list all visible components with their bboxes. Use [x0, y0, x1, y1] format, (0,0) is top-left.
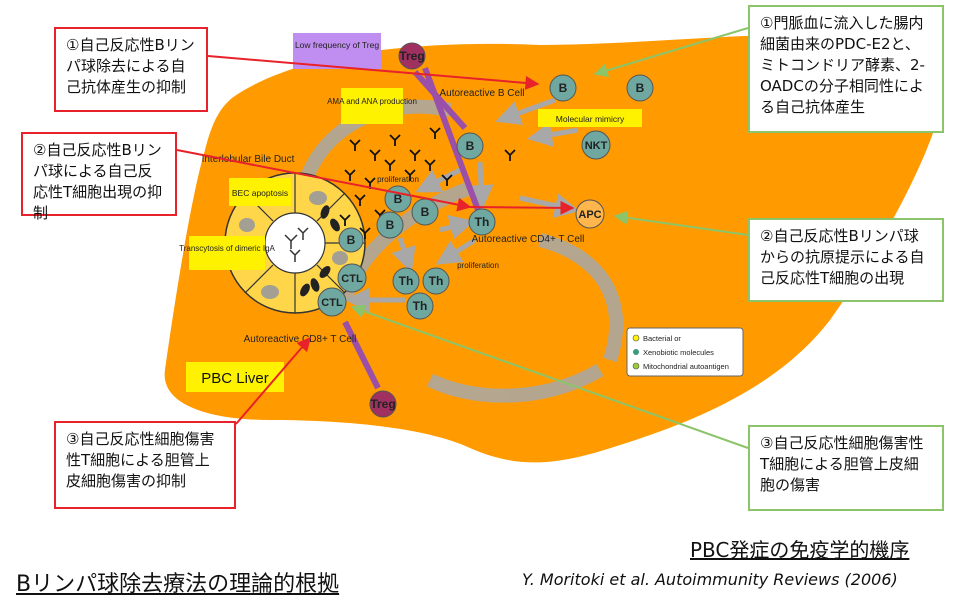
svg-text:B: B	[466, 139, 475, 153]
treg-suppression-arrows	[342, 66, 481, 390]
molecular-mimicry-label: Molecular mimicry	[556, 114, 625, 124]
bec-apoptosis-box	[229, 178, 291, 206]
transcytosis-box	[189, 236, 265, 270]
svg-text:B: B	[386, 218, 395, 232]
low-freq-treg-label: Low frequency of Treg	[295, 40, 379, 50]
svg-text:B: B	[347, 233, 356, 247]
proliferation-label-1: proliferation	[377, 175, 419, 184]
svg-text:B: B	[559, 81, 568, 95]
svg-text:Th: Th	[429, 274, 444, 288]
callout-red-3: ③自己反応性細胞傷害性T細胞による胆管上皮細胞傷害の抑制	[54, 421, 236, 509]
page-title: Bリンパ球除去療法の理論的根拠	[16, 572, 340, 597]
autoreactive-b-label: Autoreactive B Cell	[439, 88, 524, 99]
b-cell-right	[626, 74, 654, 102]
bec-apoptosis-label: BEC apoptosis	[232, 188, 288, 198]
ctl-cell-1	[337, 263, 367, 293]
svg-text:B: B	[394, 192, 403, 206]
th-cell-2	[422, 267, 450, 295]
callout-red-3-text: ③自己反応性細胞傷害性T細胞による胆管上皮細胞傷害の抑制	[66, 430, 215, 490]
legend-item-1: Bacterial or	[643, 334, 681, 343]
svg-text:APC: APC	[578, 209, 601, 221]
proliferation-label-2: proliferation	[457, 261, 499, 270]
ama-ana-label: AMA and ANA production	[327, 97, 417, 106]
b-cell-prolif-3	[376, 211, 404, 239]
cells: Treg Treg B B B B B B B NKT APC Th Th Th…	[317, 42, 654, 418]
transcytosis-label: Transcytosis of dimeric IgA	[179, 244, 275, 253]
legend-item-3: Mitochondrial autoantigen	[643, 362, 729, 371]
low-freq-treg-box	[293, 33, 381, 69]
callout-red-1: ①自己反応性Bリンパ球除去による自己抗体産生の抑制	[54, 27, 208, 112]
svg-text:B: B	[421, 205, 430, 219]
callout-green-1-text: ①門脈血に流入した腸内細菌由来のPDC-E2と、ミトコンドリア酵素、2-OADC…	[760, 14, 925, 116]
svg-text:Th: Th	[475, 215, 490, 229]
diagram-title: PBC発症の免疫学的機序	[690, 538, 910, 562]
molecular-mimicry-box	[538, 109, 642, 127]
th-cell-1	[392, 267, 420, 295]
b-cell-duct	[338, 227, 364, 253]
callout-red-2-text: ②自己反応性Bリンパ球による自己反応性T細胞出現の抑制	[33, 141, 163, 222]
ama-ana-box	[341, 88, 403, 124]
treg-cell-top	[398, 42, 426, 70]
svg-text:B: B	[636, 81, 645, 95]
svg-text:CTL: CTL	[341, 273, 363, 285]
legend: Bacterial or Xenobiotic molecules Mitoch…	[626, 327, 744, 377]
red-connectors	[176, 55, 575, 425]
callout-green-2: ②自己反応性Bリンパ球からの抗原提示による自己反応性T細胞の出現	[748, 218, 944, 302]
pbc-liver-label: PBC Liver	[201, 370, 269, 387]
citation: Y. Moritoki et al. Autoimmunity Reviews …	[522, 570, 898, 589]
apc-cell	[575, 199, 605, 229]
svg-text:Th: Th	[413, 299, 428, 313]
legend-item-2: Xenobiotic molecules	[643, 348, 714, 357]
callout-red-1-text: ①自己反応性Bリンパ球除去による自己抗体産生の抑制	[66, 36, 195, 96]
autoreactive-cd4-label: Autoreactive CD4+ T Cell	[472, 234, 585, 245]
interlobular-bile-duct-label: Interlobular Bile Duct	[202, 154, 295, 165]
green-connectors	[350, 27, 749, 449]
callout-green-2-text: ②自己反応性Bリンパ球からの抗原提示による自己反応性T細胞の出現	[760, 227, 925, 287]
nkt-cell	[581, 130, 611, 160]
th-cell-3	[406, 292, 434, 320]
svg-text:Th: Th	[399, 274, 414, 288]
callout-green-1: ①門脈血に流入した腸内細菌由来のPDC-E2と、ミトコンドリア酵素、2-OADC…	[748, 5, 944, 133]
callout-green-3-text: ③自己反応性細胞傷害性T細胞による胆管上皮細胞の傷害	[760, 434, 924, 494]
callout-green-3: ③自己反応性細胞傷害性T細胞による胆管上皮細胞の傷害	[748, 425, 944, 511]
svg-text:CTL: CTL	[321, 297, 343, 309]
callout-red-2: ②自己反応性Bリンパ球による自己反応性T細胞出現の抑制	[21, 132, 177, 222]
bile-duct	[224, 172, 366, 314]
th-cell-autoreactive	[468, 208, 496, 236]
autoreactive-cd8-label: Autoreactive CD8+ T Cell	[244, 334, 357, 345]
ctl-cell-2	[317, 287, 347, 317]
svg-text:NKT: NKT	[585, 140, 608, 152]
treg-cell-bottom	[369, 390, 397, 418]
svg-text:Treg: Treg	[370, 397, 395, 411]
svg-text:Treg: Treg	[399, 49, 424, 63]
b-cell-autoreactive	[549, 74, 577, 102]
b-cell-suppressed	[456, 132, 484, 160]
